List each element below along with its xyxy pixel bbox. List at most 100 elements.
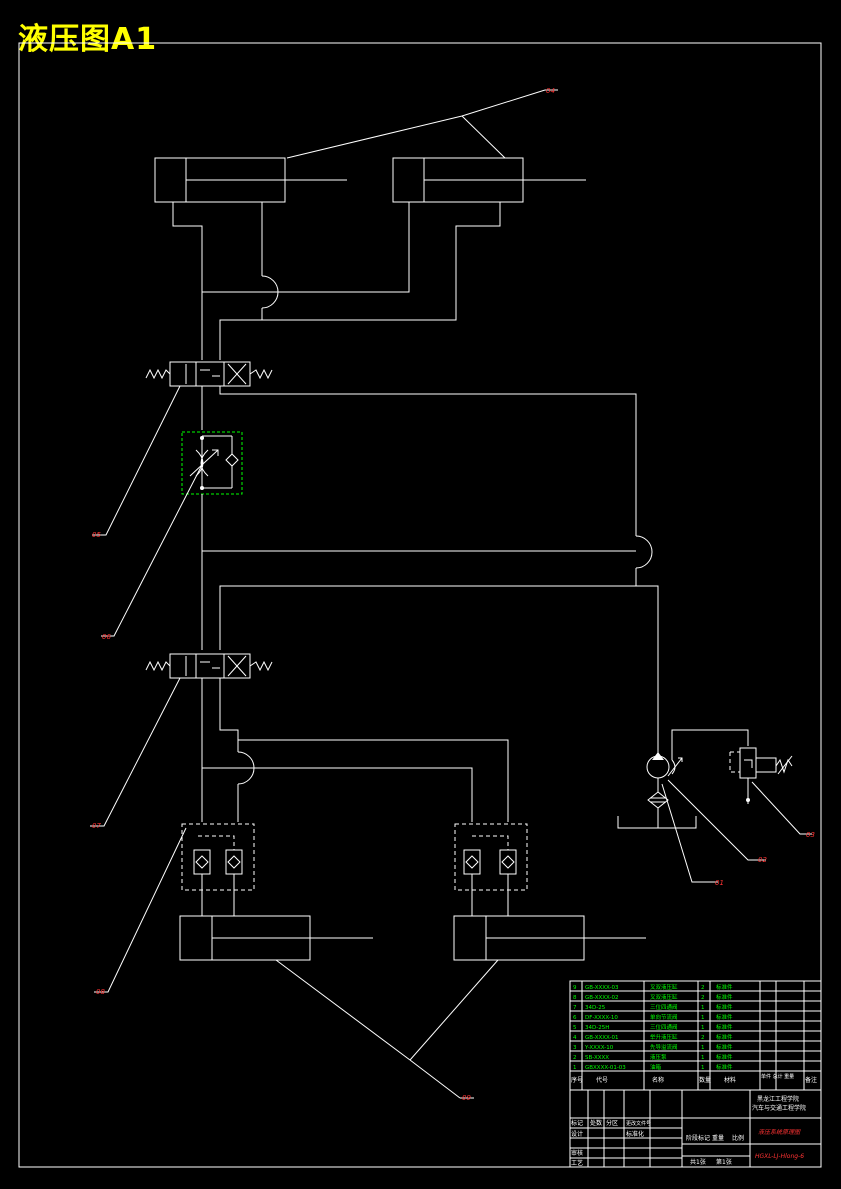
- tilt-cylinder-left: [179, 915, 373, 961]
- bom-cell-code: 34D-25H: [585, 1025, 609, 1031]
- bom-cell-name: 液压泵: [650, 1053, 667, 1061]
- bom-cell-name: 先导溢流阀: [650, 1043, 678, 1051]
- lift-cylinder-right: [392, 157, 586, 203]
- bom-cell-qty: 1: [701, 1055, 705, 1061]
- label-sheet: 第1张: [716, 1158, 732, 1166]
- hydraulic-lock-right: [454, 823, 528, 916]
- callout-07: 07: [92, 822, 101, 830]
- bom-cell-name: 油箱: [650, 1063, 662, 1071]
- directional-valve-lower: [145, 653, 273, 679]
- hydraulic-lock-left: [181, 823, 255, 916]
- leader-05: [92, 385, 181, 536]
- bom-cell-qty: 2: [701, 995, 705, 1001]
- bom-table: 9 GB-XXXX-03 叉双液压缸 2 标准件 8 GB-XXXX-02 叉双液压缸 2 标准件…: [573, 983, 733, 1071]
- bom-cell-name: 举升液压缸: [650, 1033, 678, 1041]
- bom-cell-code: 34D-25: [585, 1005, 606, 1011]
- bom-cell-code: SB-XXXX: [585, 1055, 609, 1061]
- bom-cell-no: 7: [573, 1005, 577, 1011]
- directional-valve-upper: [145, 361, 273, 387]
- bom-cell-note: 标准件: [716, 1013, 733, 1021]
- bom-cell-no: 3: [573, 1045, 577, 1051]
- callout-03: 03: [806, 831, 815, 839]
- bom-cell-qty: 1: [701, 1015, 705, 1021]
- bom-header-name: 名称: [652, 1076, 664, 1084]
- bom-cell-note: 标准件: [716, 1023, 733, 1031]
- bom-cell-no: 6: [573, 1015, 577, 1021]
- callout-06: 06: [102, 633, 111, 641]
- drawing-frame: [18, 42, 822, 1168]
- drawing-title: 液压图A1: [18, 22, 158, 57]
- title-block: [569, 980, 822, 1168]
- label-doc: 分区: [606, 1119, 618, 1127]
- bom-cell-name: 单向节流阀: [650, 1013, 678, 1021]
- bom-cell-no: 8: [573, 995, 577, 1001]
- label-change: 更改文件号: [626, 1120, 651, 1127]
- bom-cell-code: GB-XXXX-02: [585, 995, 619, 1001]
- top-pipes: [172, 202, 501, 360]
- callout-04: 04: [546, 87, 555, 95]
- callout-01: 01: [715, 879, 724, 887]
- bom-header-weight: 单件 总计 重量: [761, 1073, 794, 1080]
- bom-cell-note: 标准件: [716, 1043, 733, 1051]
- label-stage: 阶段标记: [686, 1134, 710, 1142]
- label-review: 审核: [571, 1149, 583, 1157]
- leader-02: [667, 779, 766, 861]
- drawing-name: 液压系统原理图: [758, 1128, 801, 1136]
- bom-header-qty: 数量: [699, 1076, 711, 1084]
- label-design: 设计: [571, 1130, 583, 1138]
- leader-07: [90, 677, 181, 827]
- label-weight: 重量: [712, 1134, 724, 1142]
- label-std: 标准化: [626, 1130, 644, 1138]
- bom-cell-code: DF-XXXX-10: [585, 1015, 618, 1021]
- bom-cell-name: 三位四通阀: [650, 1023, 678, 1031]
- bom-cell-no: 2: [573, 1055, 577, 1061]
- tilt-cylinder-right: [453, 915, 646, 961]
- bom-cell-name: 叉双液压缸: [650, 983, 678, 991]
- label-sheets: 共1张: [690, 1158, 706, 1166]
- bom-cell-code: Y-XXXX-10: [584, 1045, 614, 1051]
- label-count: 处数: [590, 1119, 602, 1127]
- callout-09: 09: [462, 1094, 471, 1102]
- bom-cell-code: GBXXXX-01-03: [585, 1065, 626, 1071]
- label-scale: 比例: [732, 1134, 744, 1142]
- bom-cell-no: 9: [573, 985, 577, 991]
- label-mark: 标记: [571, 1119, 583, 1127]
- bom-cell-qty: 1: [701, 1005, 705, 1011]
- callout-02: 02: [758, 856, 767, 864]
- leader-01: [661, 783, 718, 883]
- oil-tank: [617, 816, 697, 829]
- label-process: 工艺: [571, 1159, 583, 1167]
- bom-cell-code: GB-XXXX-03: [585, 985, 619, 991]
- drawing-code: HGXL-LJ-Hlong-6: [755, 1153, 804, 1160]
- throttle-check-valve: [181, 431, 243, 495]
- leader-09: [275, 959, 499, 1099]
- bom-header-code: 代号: [596, 1076, 608, 1084]
- bom-header-material: 材料: [724, 1076, 736, 1084]
- callout-05: 05: [92, 531, 101, 539]
- bom-cell-note: 标准件: [716, 983, 733, 991]
- callout-08: 08: [96, 988, 105, 996]
- bom-cell-note: 标准件: [716, 1033, 733, 1041]
- college-name: 汽车与交通工程学院: [752, 1104, 806, 1112]
- filter: [647, 791, 669, 809]
- bom-cell-qty: 1: [701, 1045, 705, 1051]
- leader-03: [751, 781, 812, 835]
- bom-header-note: 备注: [805, 1076, 817, 1084]
- bom-cell-name: 三位四通阀: [650, 1003, 678, 1011]
- bom-cell-no: 4: [573, 1035, 577, 1041]
- bom-cell-no: 5: [573, 1025, 577, 1031]
- bom-cell-qty: 2: [701, 1035, 705, 1041]
- leader-04: [286, 89, 558, 159]
- lower-pipes: [201, 678, 509, 822]
- bom-cell-code: GB-XXXX-01: [585, 1035, 619, 1041]
- bom-cell-note: 标准件: [716, 1063, 733, 1071]
- school-name: 黑龙江工程学院: [757, 1095, 799, 1103]
- lift-cylinder-left: [154, 157, 347, 203]
- bom-cell-note: 标准件: [716, 1053, 733, 1061]
- leader-06: [101, 464, 203, 637]
- bom-cell-name: 叉双液压缸: [650, 993, 678, 1001]
- bom-cell-qty: 2: [701, 985, 705, 991]
- bom-cell-note: 标准件: [716, 1003, 733, 1011]
- bom-cell-qty: 1: [701, 1065, 705, 1071]
